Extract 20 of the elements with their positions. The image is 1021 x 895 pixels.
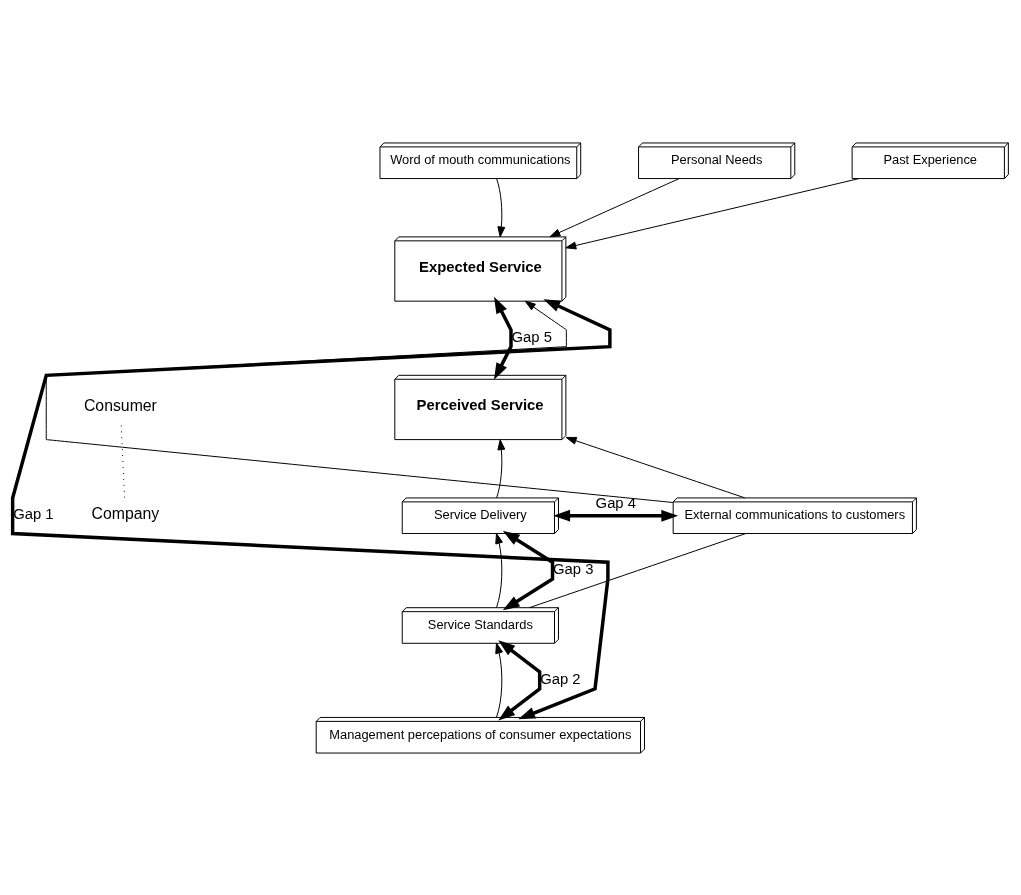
edge-label: Gap 4 (595, 494, 637, 511)
arrow (495, 642, 503, 718)
arrow (494, 296, 513, 380)
edge-label: Gap 1 (13, 505, 54, 522)
arrow (498, 639, 542, 720)
arrow (45, 300, 674, 503)
arrow (553, 509, 679, 522)
label: Consumer (83, 396, 157, 414)
arrow (565, 436, 746, 498)
arrow (10, 298, 612, 719)
edge-label: Gap 3 (553, 560, 594, 577)
arrow (565, 177, 860, 249)
arrow (502, 530, 555, 610)
arrow (496, 177, 506, 237)
arrow (549, 177, 680, 237)
edge-label: Gap 2 (540, 670, 581, 687)
arrow (495, 532, 503, 608)
connector (528, 532, 747, 608)
arrow (496, 438, 506, 498)
label: Company (91, 504, 160, 522)
